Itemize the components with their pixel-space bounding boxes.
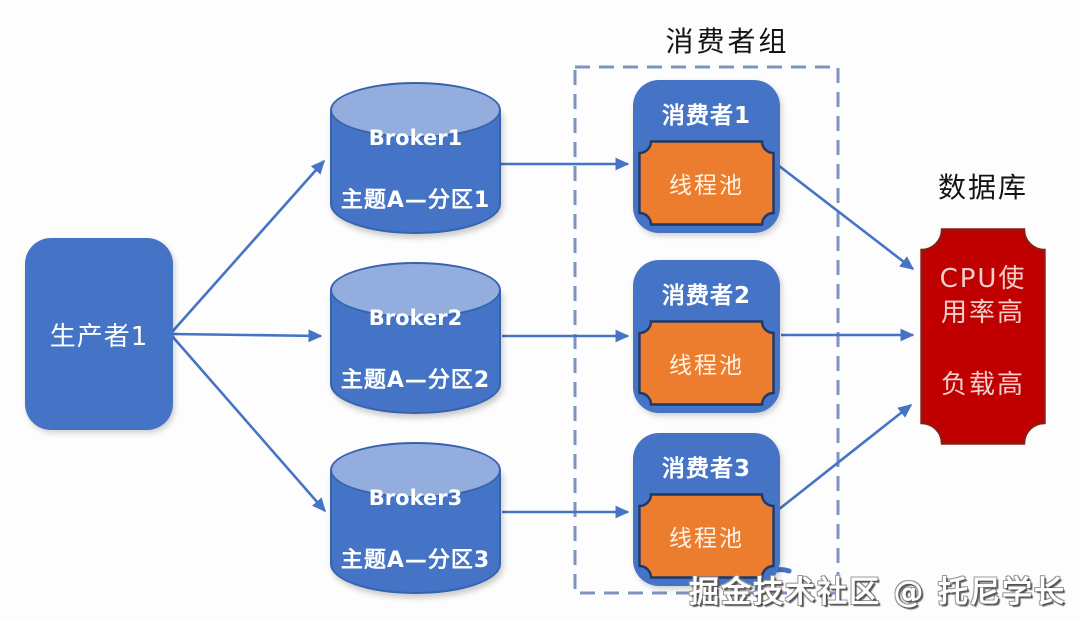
consumer3-thread-pool: 线程池 (638, 493, 775, 579)
broker3-name: Broker3 (368, 486, 463, 510)
database-status-text: CPU使 用率高 负载高 (920, 262, 1046, 402)
consumer3-name: 消费者3 (661, 456, 751, 482)
consumer2-thread-pool-label: 线程池 (669, 353, 744, 379)
thread-pool-plaque-shape (638, 320, 775, 406)
broker1-topic: 主题A—分区1 (340, 188, 491, 213)
database-line-3: 负载高 (940, 370, 1025, 400)
broker3-cylinder-top (330, 442, 501, 498)
arrow-consumer3-to-database (777, 403, 913, 512)
consumer2-thread-pool: 线程池 (638, 320, 775, 406)
producer-label: 生产者1 (49, 321, 149, 352)
broker1-name: Broker1 (368, 126, 463, 150)
thread-pool-plaque-shape (638, 140, 775, 226)
arrow-consumer1-to-database (773, 160, 915, 271)
consumer-group-dashed-box (573, 65, 840, 595)
broker1-cylinder: Broker1 主题A—分区1 (330, 82, 501, 234)
broker2-topic: 主题A—分区2 (340, 368, 491, 393)
database-node: CPU使 用率高 负载高 (920, 228, 1046, 445)
broker2-cylinder-top (330, 262, 501, 318)
consumer3-node: 消费者3 线程池 (633, 433, 780, 586)
watermark-text: 掘金技术社区 @ 托尼学长 (689, 575, 1066, 610)
database-line-2: 用率高 (940, 298, 1025, 328)
consumer2-node: 消费者2 线程池 (633, 260, 780, 413)
consumer1-thread-pool: 线程池 (638, 140, 775, 226)
arrow-producer-to-broker1 (171, 159, 325, 333)
arrow-producer-to-broker2 (171, 329, 323, 343)
database-line-1: CPU使 (939, 264, 1027, 294)
database-plaque-shape (920, 228, 1046, 445)
broker2-name: Broker2 (368, 306, 463, 330)
consumer3-thread-pool-label: 线程池 (669, 526, 744, 552)
thread-pool-plaque-shape (638, 493, 775, 579)
consumer2-name: 消费者2 (661, 283, 751, 309)
broker1-cylinder-top (330, 82, 501, 138)
broker3-topic: 主题A—分区3 (340, 548, 491, 573)
database-title: 数据库 (937, 171, 1028, 204)
producer-node: 生产者1 (25, 238, 173, 430)
consumer-group-title: 消费者组 (665, 25, 790, 58)
consumer1-name: 消费者1 (661, 103, 751, 129)
consumer1-thread-pool-label: 线程池 (669, 173, 744, 199)
consumer1-node: 消费者1 线程池 (633, 80, 780, 233)
broker2-cylinder: Broker2 主题A—分区2 (330, 262, 501, 414)
broker3-cylinder: Broker3 主题A—分区3 (330, 442, 501, 594)
arrow-producer-to-broker3 (171, 335, 326, 513)
